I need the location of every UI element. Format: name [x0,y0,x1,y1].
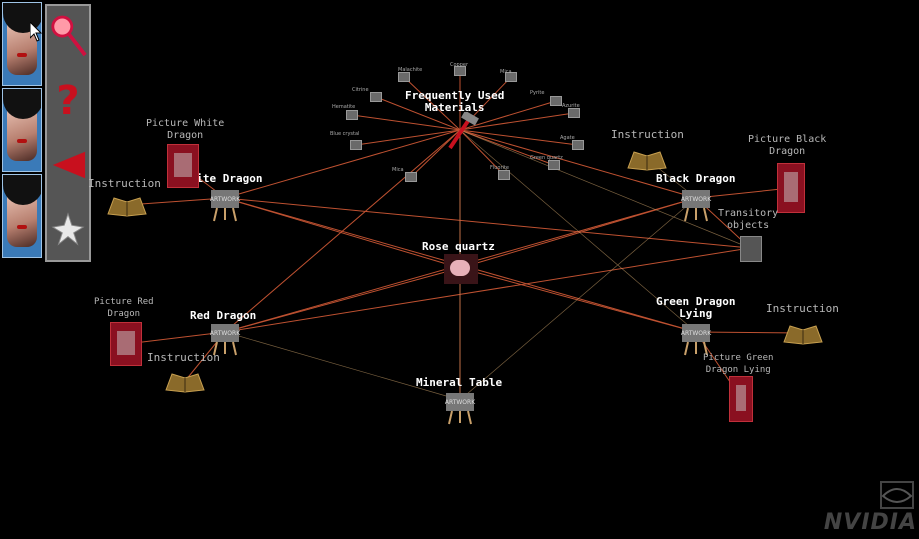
material-thumbnail[interactable] [454,66,466,76]
picture-red-dragon-icon[interactable] [110,322,142,366]
material-label: Citrine [352,87,369,93]
mouse-cursor-icon [30,22,43,42]
material-label: Blue crystal [330,131,360,137]
mineral-table-easel-icon[interactable]: ARTWORK [445,393,475,425]
left-toolbar: ? [0,0,92,262]
material-thumbnail[interactable] [498,170,510,180]
white-dragon-easel-icon[interactable]: ARTWORK [210,190,240,222]
material-thumbnail[interactable] [572,140,584,150]
edge-material [410,129,461,178]
material-label: Malachite [398,67,423,73]
star-icon[interactable] [49,200,87,258]
material-thumbnail[interactable] [550,96,562,106]
material-label: Hematite [332,104,356,110]
material-label: Copper [450,62,469,68]
rose-quartz-image[interactable] [444,254,478,284]
nvidia-eye-icon [880,481,914,509]
white-dragon-label[interactable]: White Dragon [183,172,263,185]
nvidia-logo: NVIDIA [824,480,917,535]
edge-faint-table-black [459,197,697,401]
material-thumbnail[interactable] [350,140,362,150]
edge-faint-hub-trans [459,129,751,249]
edge-red-trans [224,247,751,333]
hammer-icon[interactable] [444,112,480,152]
edge-faint-hub-green [459,129,697,333]
edge-material [355,129,461,146]
edge-red-picR [125,331,226,345]
instruction-white-book-icon[interactable] [106,192,148,218]
instruction-black-label[interactable]: Instruction [611,128,684,141]
instruction-black-book-icon[interactable] [626,146,668,172]
edge-material [351,114,461,131]
material-thumbnail[interactable] [370,92,382,102]
edge-material [375,96,461,131]
material-thumbnail[interactable] [548,160,560,170]
material-thumbnail[interactable] [346,110,358,120]
edge-white-insW [126,197,226,206]
portrait-thumbnail-3[interactable] [2,174,42,258]
instruction-white-label[interactable]: Instruction [88,177,161,190]
edge-material [459,100,557,131]
material-label: Mica [392,167,404,173]
material-thumbnail[interactable] [398,72,410,82]
edge-black-hub [459,129,697,199]
instruction-green-book-icon[interactable] [782,320,824,346]
material-thumbnail[interactable] [505,72,517,82]
rose-quartz-label[interactable]: Rose quartz [422,240,495,253]
instruction-green-label[interactable]: Instruction [766,302,839,315]
edge-white-hub [224,129,461,199]
picture-green-dragon-icon[interactable] [729,376,753,422]
material-label: Agate [560,135,575,141]
mineral-table-label[interactable]: Mineral Table [416,376,503,389]
edge-material [403,76,461,131]
red-dragon-easel-icon[interactable]: ARTWORK [210,324,240,356]
edge-faint-red-table [224,331,461,401]
edge-material [459,129,505,176]
edge-material [459,112,575,131]
picture-white-dragon-icon[interactable] [167,144,199,188]
edge-material [459,129,579,146]
magnifier-icon[interactable] [49,8,87,66]
material-label: Azurite [562,103,580,109]
instruction-red-book-icon[interactable] [164,368,206,394]
black-dragon-label[interactable]: Black Dragon [656,172,736,185]
material-thumbnail[interactable] [568,108,580,118]
edge-rose-white [224,197,461,269]
edge-black-picB [695,187,792,199]
back-arrow-icon[interactable] [49,136,87,194]
help-icon[interactable]: ? [56,78,80,124]
edge-white-trans [224,197,751,249]
material-label: Green quartz [530,155,563,161]
edge-green-insG [695,331,804,334]
green-dragon-easel-icon[interactable]: ARTWORK [681,324,711,356]
edge-rose-green [459,267,697,333]
instruction-red-label[interactable]: Instruction [147,351,220,364]
material-thumbnail[interactable] [405,172,417,182]
portrait-thumbnail-1[interactable] [2,2,42,86]
portrait-thumbnail-2[interactable] [2,88,42,172]
material-label: Fluorite [490,165,509,171]
edge-red-hub [224,129,461,333]
tool-panel: ? [45,4,91,262]
black-dragon-easel-icon[interactable]: ARTWORK [681,190,711,222]
picture-black-dragon-icon[interactable] [777,163,805,213]
material-label: Mica [500,69,512,75]
material-label: Pyrite [530,90,545,96]
transitory-objects-icon[interactable] [740,236,762,262]
edge-material [459,129,555,166]
red-dragon-label[interactable]: Red Dragon [190,309,257,322]
